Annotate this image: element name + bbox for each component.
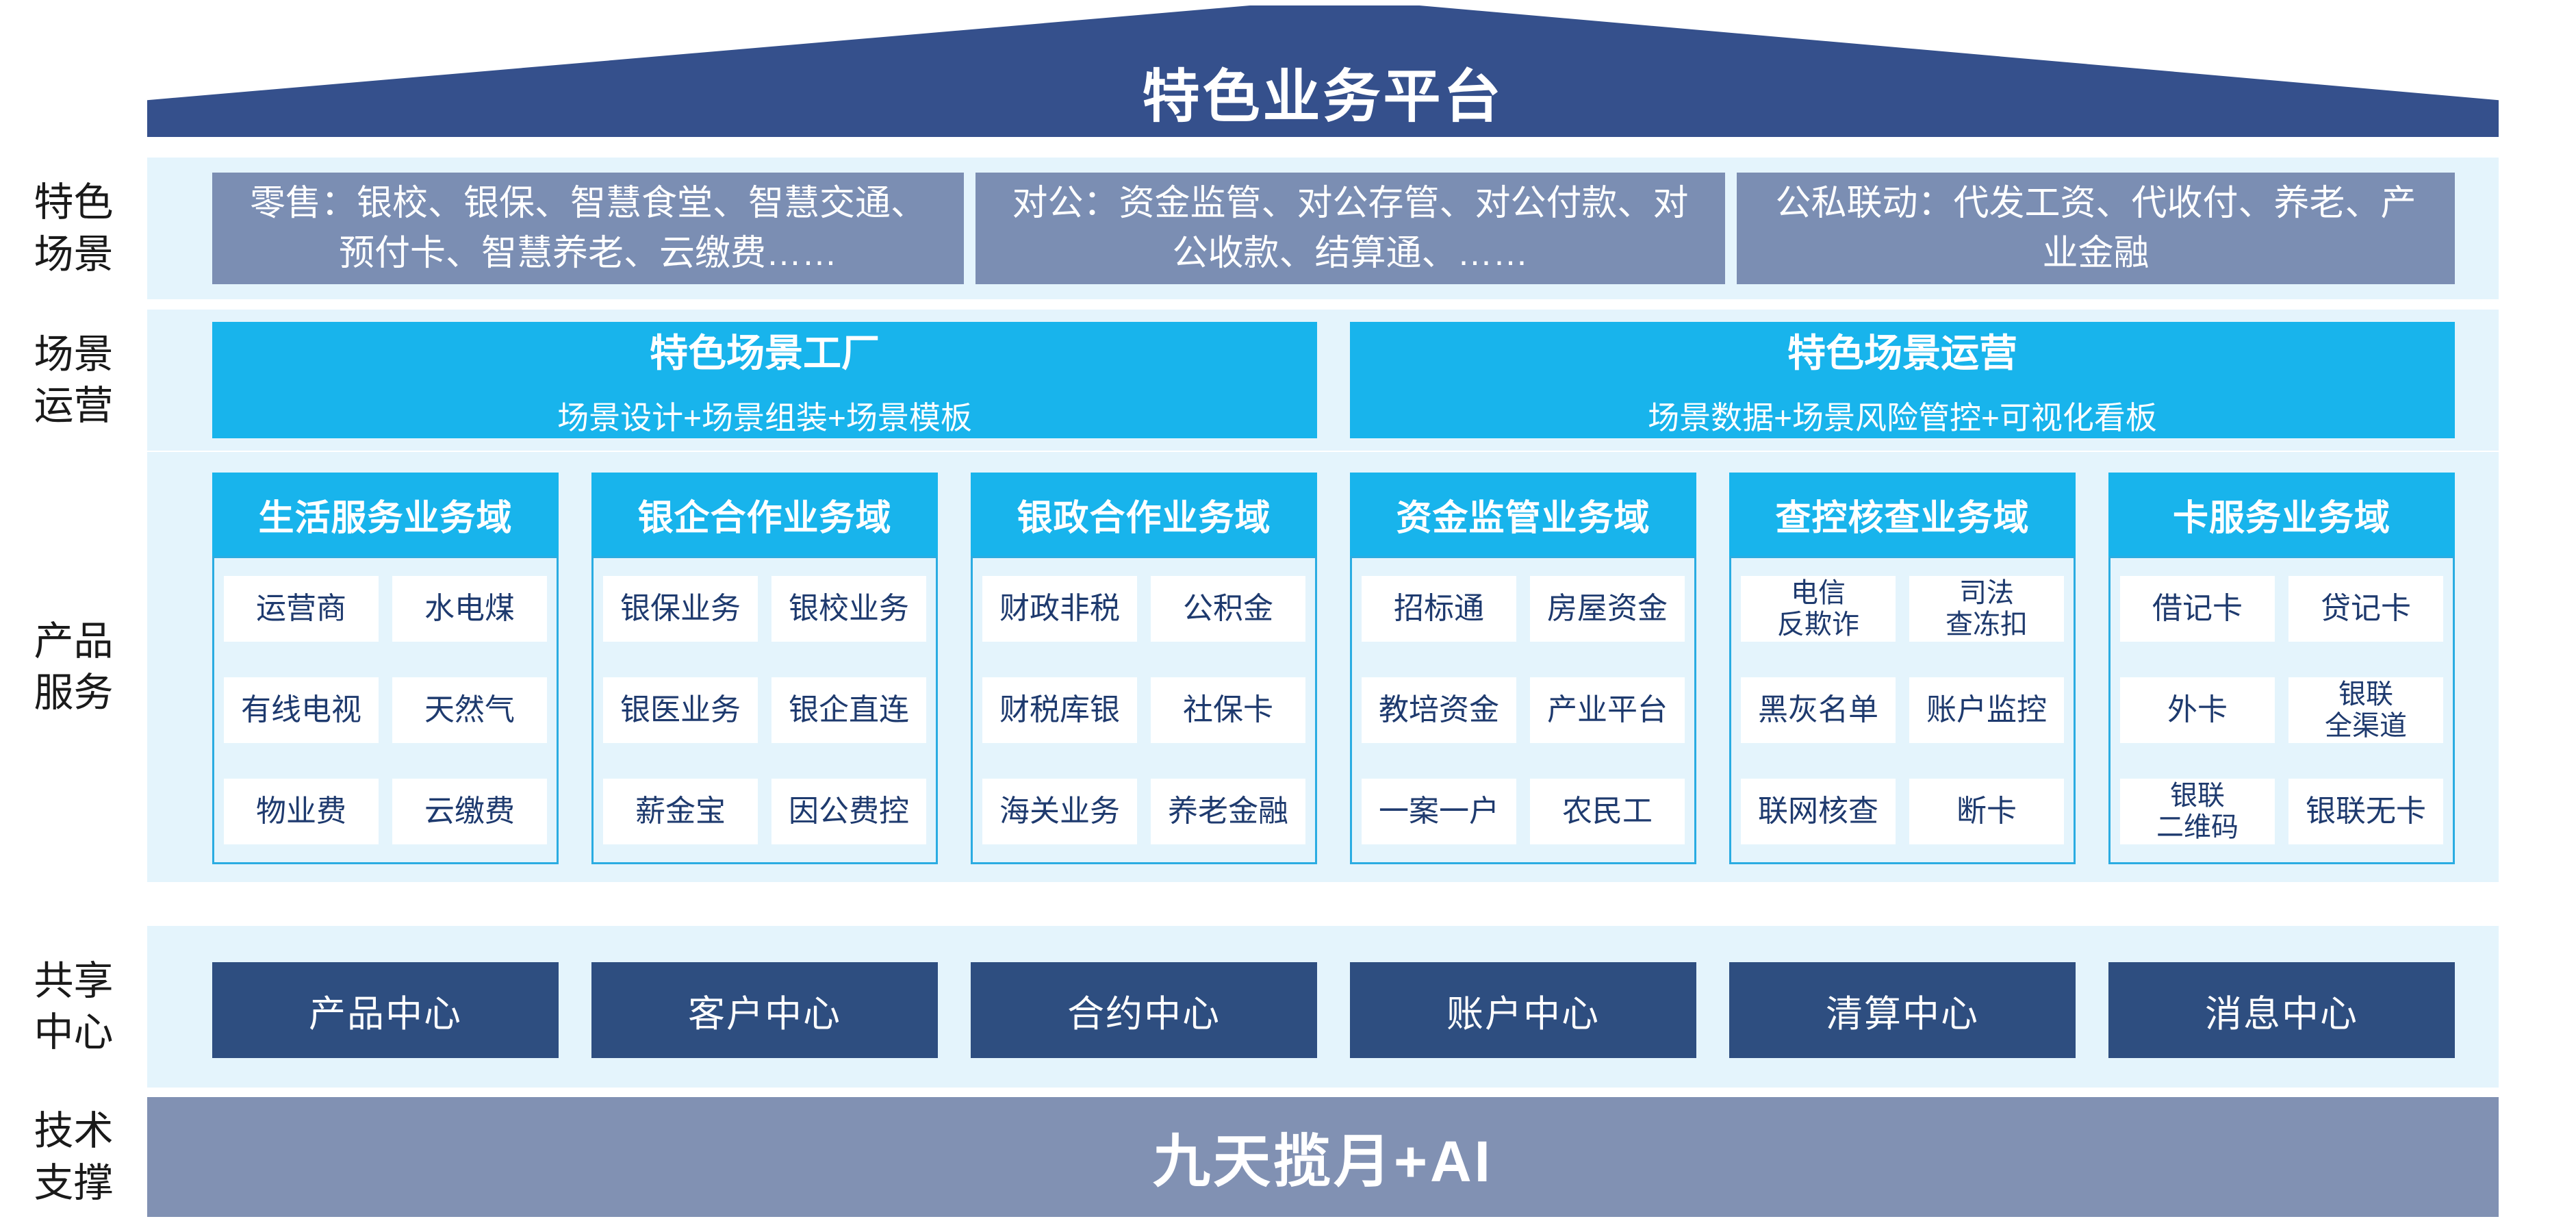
product-cell: 银保业务 xyxy=(603,576,758,642)
product-column-header: 银政合作业务域 xyxy=(971,473,1317,556)
product-cell: 一案一户 xyxy=(1362,779,1516,844)
product-cell-row: 外卡 银联 全渠道 xyxy=(2120,677,2443,743)
product-column-inquiry-control: 查控核查业务域 电信 反欺诈 司法 查冻扣 黑灰名单 账户监控 联网核查 断卡 xyxy=(1729,473,2076,864)
product-cell: 财政非税 xyxy=(982,576,1137,642)
product-column-header: 银企合作业务域 xyxy=(591,473,938,556)
product-cell: 农民工 xyxy=(1530,779,1685,844)
product-cell: 云缴费 xyxy=(392,779,547,844)
product-cell: 银联 全渠道 xyxy=(2288,677,2443,743)
product-cell: 养老金融 xyxy=(1151,779,1305,844)
product-cell: 社保卡 xyxy=(1151,677,1305,743)
center-box-account: 账户中心 xyxy=(1350,962,1696,1058)
product-column-body: 运营商 水电煤 有线电视 天然气 物业费 云缴费 xyxy=(212,556,559,864)
product-cell-row: 有线电视 天然气 xyxy=(224,677,547,743)
center-box-contract: 合约中心 xyxy=(971,962,1317,1058)
center-box-message: 消息中心 xyxy=(2108,962,2455,1058)
product-cell-row: 海关业务 养老金融 xyxy=(982,779,1305,844)
operation-box-subtitle: 场景设计+场景组装+场景模板 xyxy=(557,399,972,436)
product-cell: 招标通 xyxy=(1362,576,1516,642)
product-cell: 银校业务 xyxy=(771,576,926,642)
row-label-shared: 共享 中心 xyxy=(34,958,114,1055)
product-cell: 断卡 xyxy=(1909,779,2064,844)
platform-banner: 特色业务平台 xyxy=(147,5,2499,137)
center-box-product: 产品中心 xyxy=(212,962,559,1058)
product-cell: 薪金宝 xyxy=(603,779,758,844)
product-cell: 账户监控 xyxy=(1909,677,2064,743)
operation-box-factory: 特色场景工厂 场景设计+场景组装+场景模板 xyxy=(212,322,1317,438)
product-column-card-services: 卡服务业务域 借记卡 贷记卡 外卡 银联 全渠道 银联 二维码 银联无卡 xyxy=(2108,473,2455,864)
product-cell-row: 招标通 房屋资金 xyxy=(1362,576,1685,642)
product-cell: 天然气 xyxy=(392,677,547,743)
product-cell-row: 借记卡 贷记卡 xyxy=(2120,576,2443,642)
product-cell: 财税库银 xyxy=(982,677,1137,743)
center-box-clearing: 清算中心 xyxy=(1729,962,2076,1058)
product-cell-row: 一案一户 农民工 xyxy=(1362,779,1685,844)
product-column-fund-supervision: 资金监管业务域 招标通 房屋资金 教培资金 产业平台 一案一户 农民工 xyxy=(1350,473,1696,864)
product-cell: 产业平台 xyxy=(1530,677,1685,743)
product-cell-row: 物业费 云缴费 xyxy=(224,779,547,844)
product-cell: 借记卡 xyxy=(2120,576,2275,642)
row-label-product: 产品 服务 xyxy=(34,618,114,715)
product-column-header: 生活服务业务域 xyxy=(212,473,559,556)
row-label-tech: 技术 支撑 xyxy=(34,1109,114,1205)
product-cell-row: 财税库银 社保卡 xyxy=(982,677,1305,743)
product-cell: 银联无卡 xyxy=(2288,779,2443,844)
scene-box-corporate: 对公：资金监管、对公存管、对公付款、对公收款、结算通、…… xyxy=(975,173,1725,284)
center-box-customer: 客户中心 xyxy=(591,962,938,1058)
product-cell: 房屋资金 xyxy=(1530,576,1685,642)
operation-box-title: 特色场景运营 xyxy=(1787,331,2017,375)
product-cell: 因公费控 xyxy=(771,779,926,844)
product-column-header: 卡服务业务域 xyxy=(2108,473,2455,556)
product-cell: 电信 反欺诈 xyxy=(1741,576,1896,642)
product-column-body: 银保业务 银校业务 银医业务 银企直连 薪金宝 因公费控 xyxy=(591,556,938,864)
product-cell-row: 运营商 水电煤 xyxy=(224,576,547,642)
product-column-body: 财政非税 公积金 财税库银 社保卡 海关业务 养老金融 xyxy=(971,556,1317,864)
product-cell: 联网核查 xyxy=(1741,779,1896,844)
operation-box-title: 特色场景工厂 xyxy=(650,331,880,375)
row-label-scene: 特色 场景 xyxy=(34,180,114,277)
operation-box-ops: 特色场景运营 场景数据+场景风险管控+可视化看板 xyxy=(1350,322,2455,438)
product-column-body: 借记卡 贷记卡 外卡 银联 全渠道 银联 二维码 银联无卡 xyxy=(2108,556,2455,864)
product-cell-row: 薪金宝 因公费控 xyxy=(603,779,926,844)
product-column-bank-government: 银政合作业务域 财政非税 公积金 财税库银 社保卡 海关业务 养老金融 xyxy=(971,473,1317,864)
product-cell-row: 银联 二维码 银联无卡 xyxy=(2120,779,2443,844)
product-cell: 银企直连 xyxy=(771,677,926,743)
product-cell-row: 联网核查 断卡 xyxy=(1741,779,2064,844)
product-cell: 物业费 xyxy=(224,779,379,844)
product-column-header: 资金监管业务域 xyxy=(1350,473,1696,556)
product-column-header: 查控核查业务域 xyxy=(1729,473,2076,556)
product-cell: 公积金 xyxy=(1151,576,1305,642)
product-cell: 贷记卡 xyxy=(2288,576,2443,642)
operation-box-subtitle: 场景数据+场景风险管控+可视化看板 xyxy=(1648,399,2157,436)
product-cell: 教培资金 xyxy=(1362,677,1516,743)
row-label-operation: 场景 运营 xyxy=(34,331,114,428)
platform-title: 特色业务平台 xyxy=(1142,64,1504,129)
scene-box-retail: 零售：银校、银保、智慧食堂、智慧交通、预付卡、智慧养老、云缴费…… xyxy=(212,173,964,284)
product-column-life-services: 生活服务业务域 运营商 水电煤 有线电视 天然气 物业费 云缴费 xyxy=(212,473,559,864)
product-cell: 银联 二维码 xyxy=(2120,779,2275,844)
product-cell-row: 银保业务 银校业务 xyxy=(603,576,926,642)
product-cell: 有线电视 xyxy=(224,677,379,743)
product-cell: 水电煤 xyxy=(392,576,547,642)
product-cell: 外卡 xyxy=(2120,677,2275,743)
product-cell-row: 财政非税 公积金 xyxy=(982,576,1305,642)
tech-support-bar: 九天揽月+AI xyxy=(147,1097,2499,1217)
product-cell: 海关业务 xyxy=(982,779,1137,844)
product-cell: 银医业务 xyxy=(603,677,758,743)
scene-box-linkage: 公私联动：代发工资、代收付、养老、产业金融 xyxy=(1737,173,2455,284)
product-cell-row: 教培资金 产业平台 xyxy=(1362,677,1685,743)
product-cell-row: 黑灰名单 账户监控 xyxy=(1741,677,2064,743)
product-column-bank-enterprise: 银企合作业务域 银保业务 银校业务 银医业务 银企直连 薪金宝 因公费控 xyxy=(591,473,938,864)
product-cell: 黑灰名单 xyxy=(1741,677,1896,743)
product-cell-row: 银医业务 银企直连 xyxy=(603,677,926,743)
product-cell: 运营商 xyxy=(224,576,379,642)
product-column-body: 电信 反欺诈 司法 查冻扣 黑灰名单 账户监控 联网核查 断卡 xyxy=(1729,556,2076,864)
product-cell-row: 电信 反欺诈 司法 查冻扣 xyxy=(1741,576,2064,642)
product-column-body: 招标通 房屋资金 教培资金 产业平台 一案一户 农民工 xyxy=(1350,556,1696,864)
product-cell: 司法 查冻扣 xyxy=(1909,576,2064,642)
